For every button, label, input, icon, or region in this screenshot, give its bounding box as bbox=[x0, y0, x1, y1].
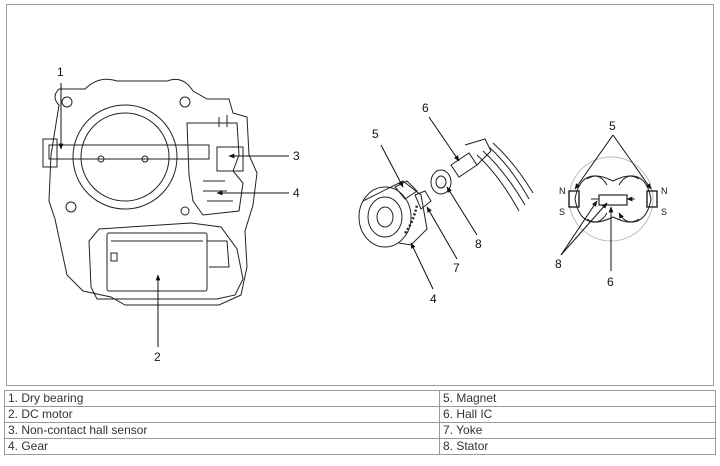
callout-4: 4 bbox=[430, 292, 437, 306]
callout-2: 2 bbox=[154, 350, 161, 364]
pole-labels: N S N S bbox=[559, 186, 668, 217]
magnetic-circuit-drawing bbox=[568, 156, 658, 242]
callout-6: 6 bbox=[607, 275, 614, 289]
throttle-body-housing bbox=[48, 78, 258, 306]
gear-teeth-arc bbox=[404, 204, 419, 234]
legend-cell: 5. Magnet bbox=[439, 390, 716, 407]
callout-4: 4 bbox=[293, 186, 300, 200]
sensor-bracket bbox=[464, 138, 492, 166]
hall-ic-block bbox=[450, 152, 478, 178]
callout-8: 8 bbox=[555, 257, 562, 271]
legend-row: 4. Gear 8. Stator bbox=[4, 438, 716, 455]
magnet-left bbox=[568, 190, 580, 208]
gear-hub bbox=[376, 206, 394, 228]
throttle-body-drawing bbox=[42, 78, 258, 306]
diagram-canvas: 1 3 4 2 5 6 7 8 4 N bbox=[42, 65, 668, 364]
throttle-shaft bbox=[48, 144, 210, 160]
mount-hole bbox=[61, 96, 73, 108]
yoke bbox=[414, 190, 432, 210]
pole-n-left: N bbox=[559, 186, 566, 196]
callout-7: 7 bbox=[453, 261, 460, 275]
stator-ring bbox=[430, 169, 452, 195]
callout-6: 6 bbox=[422, 101, 429, 115]
legend-row: 3. Non-contact hall sensor 7. Yoke bbox=[4, 422, 716, 439]
stator-ring-inner bbox=[435, 175, 447, 189]
callout-5: 5 bbox=[609, 119, 616, 133]
pole-s-right: S bbox=[661, 207, 667, 217]
magnet-right bbox=[646, 190, 658, 208]
exploded-sensor-drawing bbox=[358, 138, 534, 248]
callout-5: 5 bbox=[372, 127, 379, 141]
hall-ic-chip bbox=[598, 194, 628, 206]
legend-cell: 4. Gear bbox=[4, 438, 440, 455]
sensor-wires bbox=[476, 142, 534, 212]
throttle-bore-outer bbox=[72, 104, 178, 210]
mount-hole bbox=[65, 201, 77, 213]
legend-cell: 2. DC motor bbox=[4, 406, 440, 423]
motor-detail bbox=[111, 240, 230, 268]
callout-leaders-middle bbox=[380, 116, 478, 290]
pole-n-right: N bbox=[661, 186, 668, 196]
bearing-housing bbox=[42, 138, 58, 168]
legend-cell: 1. Dry bearing bbox=[4, 390, 440, 407]
legend-table: 1. Dry bearing 5. Magnet 2. DC motor 6. … bbox=[4, 390, 716, 455]
gear-body bbox=[362, 180, 428, 246]
motor-housing bbox=[88, 222, 244, 300]
legend-cell: 3. Non-contact hall sensor bbox=[4, 422, 440, 439]
gear-housing bbox=[186, 122, 244, 216]
legend-cell: 6. Hall IC bbox=[439, 406, 716, 423]
callout-3: 3 bbox=[293, 149, 300, 163]
legend-cell: 7. Yoke bbox=[439, 422, 716, 439]
legend-cell: 8. Stator bbox=[439, 438, 716, 455]
callout-leaders-left bbox=[58, 83, 289, 347]
legend-row: 1. Dry bearing 5. Magnet bbox=[4, 390, 716, 407]
dc-motor-body bbox=[106, 232, 208, 292]
legend-row: 2. DC motor 6. Hall IC bbox=[4, 406, 716, 423]
gear-wheel-outer bbox=[358, 186, 412, 248]
diagram-frame: 1 3 4 2 5 6 7 8 4 N bbox=[6, 4, 714, 386]
callout-leaders-right bbox=[560, 134, 652, 271]
motor-terminal bbox=[110, 252, 118, 262]
hall-sensor-connector bbox=[216, 146, 244, 172]
mount-hole bbox=[180, 206, 190, 216]
mount-hole bbox=[179, 96, 191, 108]
callout-8: 8 bbox=[475, 237, 482, 251]
callout-1: 1 bbox=[57, 65, 64, 79]
gear-teeth bbox=[203, 115, 233, 202]
pole-s-left: S bbox=[559, 207, 565, 217]
flux-lines bbox=[586, 175, 640, 223]
shaft-screw bbox=[97, 155, 105, 163]
throttle-bore-inner bbox=[80, 112, 170, 202]
shaft-screw bbox=[141, 155, 149, 163]
gear-wheel-inner bbox=[367, 196, 403, 238]
